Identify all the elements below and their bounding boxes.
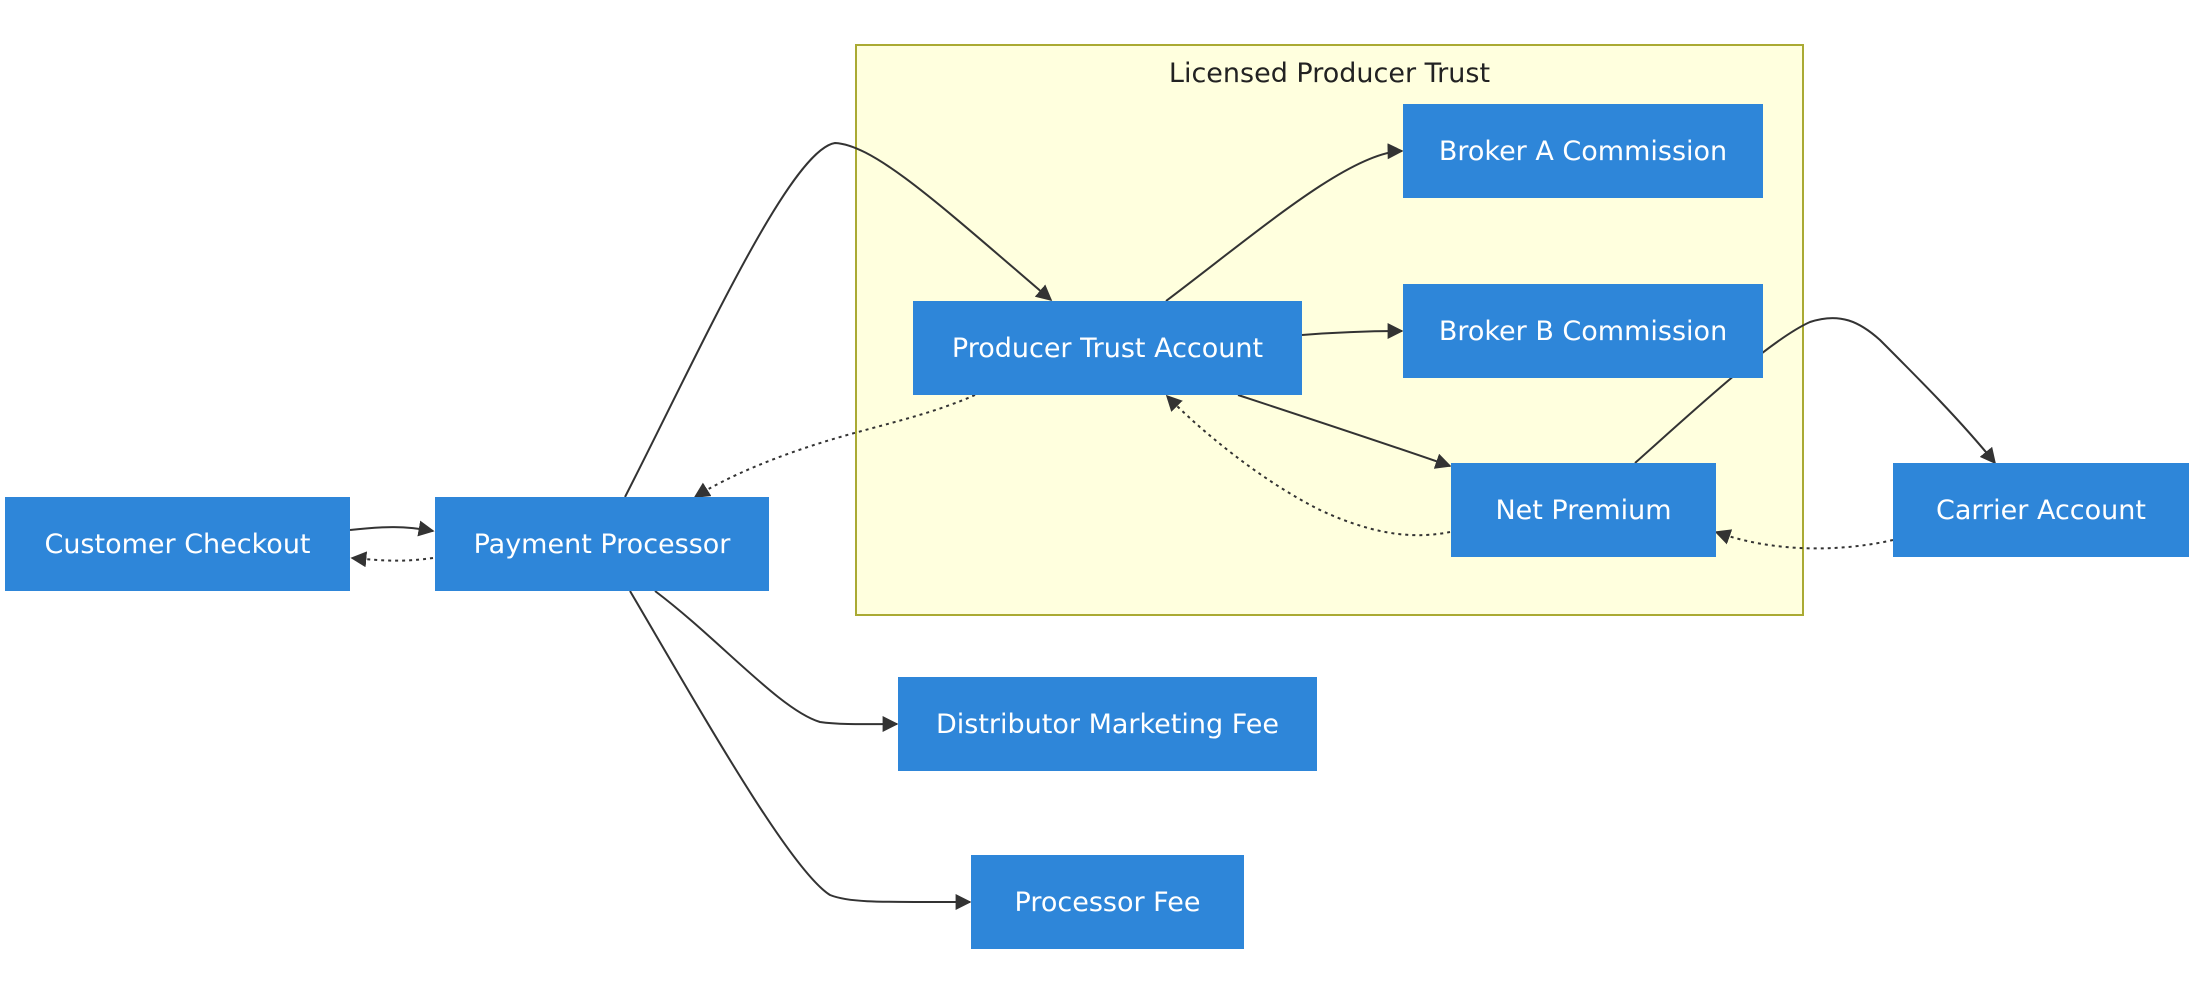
node-label: Broker B Commission [1438,315,1728,347]
broker-a-commission-node[interactable]: Broker A Commission [1403,104,1763,198]
edge-processor-to-trust [624,141,1053,498]
edge-trust-to-broker-a [1165,143,1404,302]
carrier-account-node[interactable]: Carrier Account [1893,463,2189,557]
cluster-title: Licensed Producer Trust [1168,58,1491,89]
edge-trust-to-processor [693,394,976,498]
edge-processor-to-checkout [350,551,434,568]
broker-b-commission-node[interactable]: Broker B Commission [1403,284,1763,378]
edge-net-premium-to-carrier [1634,317,1997,465]
processor-fee-node[interactable]: Processor Fee [971,855,1244,949]
node-label: Producer Trust Account [951,332,1264,364]
customer-checkout-node[interactable]: Customer Checkout [5,497,350,591]
node-label: Carrier Account [1936,494,2146,526]
edge-net-premium-to-trust [1165,394,1451,537]
node-label: Processor Fee [1014,886,1201,918]
node-label: Customer Checkout [44,528,311,560]
net-premium-node[interactable]: Net Premium [1451,463,1716,557]
edge-processor-to-distributor-fee [654,590,899,733]
distributor-marketing-fee-node[interactable]: Distributor Marketing Fee [898,677,1317,771]
edge-carrier-to-net-premium [1714,529,1894,550]
node-label: Net Premium [1495,494,1672,526]
node-label: Broker A Commission [1438,135,1728,167]
payment-processor-node[interactable]: Payment Processor [435,497,769,591]
node-label: Payment Processor [473,528,731,560]
edge-trust-to-net-premium [1237,394,1452,469]
edge-checkout-to-processor [349,520,435,537]
producer-trust-account-node[interactable]: Producer Trust Account [913,301,1302,395]
node-label: Distributor Marketing Fee [935,708,1279,740]
edge-processor-to-processor-fee [629,590,972,911]
edge-trust-to-broker-b [1301,323,1404,340]
